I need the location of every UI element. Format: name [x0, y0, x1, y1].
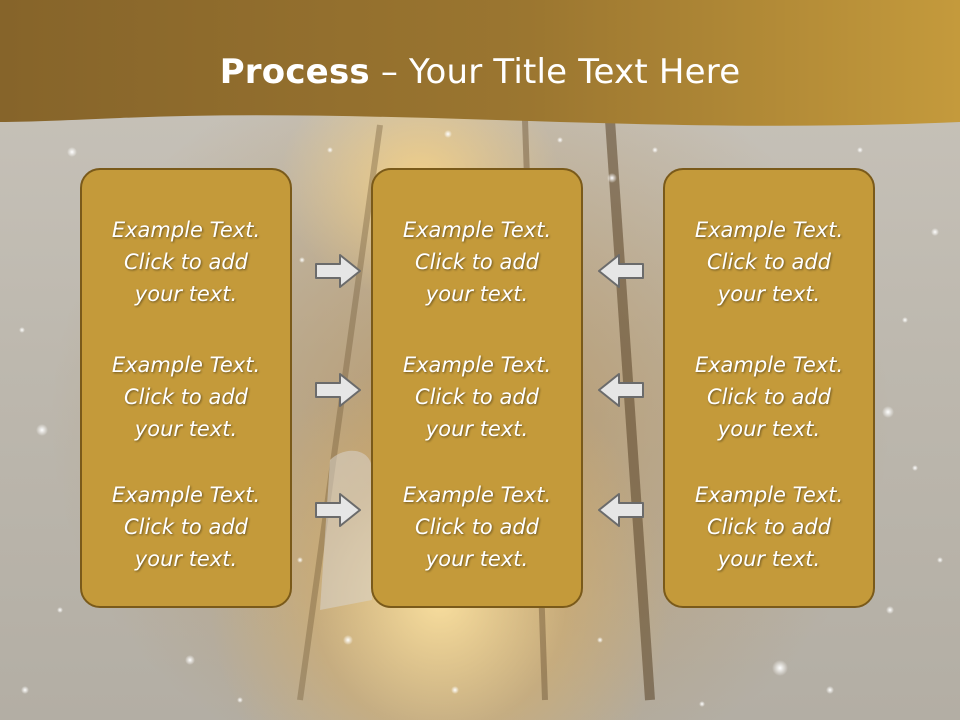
title-bold: Process [219, 52, 370, 92]
text-line: Click to add [123, 515, 248, 539]
process-box-right[interactable]: Example Text. Click to add your text. Ex… [663, 168, 875, 608]
text-block[interactable]: Example Text. Click to add your text. [82, 479, 290, 575]
text-line: your text. [425, 282, 529, 306]
arrow-left-icon [598, 493, 644, 527]
text-line: Click to add [706, 250, 831, 274]
text-line: your text. [425, 547, 529, 571]
text-line: Example Text. [694, 218, 844, 242]
slide-title: Process – Your Title Text Here [0, 52, 960, 92]
text-block[interactable]: Example Text. Click to add your text. [82, 349, 290, 445]
arrow-right-icon [315, 373, 361, 407]
text-block[interactable]: Example Text. Click to add your text. [82, 214, 290, 310]
text-line: Example Text. [694, 483, 844, 507]
arrow-right-icon [315, 493, 361, 527]
text-line: Example Text. [402, 483, 552, 507]
text-line: your text. [717, 282, 821, 306]
text-line: Click to add [414, 515, 539, 539]
text-line: Click to add [414, 250, 539, 274]
text-line: your text. [425, 417, 529, 441]
text-line: Example Text. [111, 218, 261, 242]
arrow-right-icon [315, 254, 361, 288]
process-box-center[interactable]: Example Text. Click to add your text. Ex… [371, 168, 583, 608]
text-line: Example Text. [402, 218, 552, 242]
text-block[interactable]: Example Text. Click to add your text. [665, 479, 873, 575]
text-block[interactable]: Example Text. Click to add your text. [373, 349, 581, 445]
text-line: Click to add [123, 250, 248, 274]
text-line: Click to add [123, 385, 248, 409]
text-line: Click to add [414, 385, 539, 409]
text-line: your text. [134, 547, 238, 571]
text-line: Click to add [706, 515, 831, 539]
text-line: your text. [717, 547, 821, 571]
text-block[interactable]: Example Text. Click to add your text. [373, 214, 581, 310]
arrow-left-icon [598, 254, 644, 288]
text-line: your text. [134, 417, 238, 441]
sparkle-dots [19, 130, 943, 707]
text-line: Example Text. [402, 353, 552, 377]
text-block[interactable]: Example Text. Click to add your text. [665, 214, 873, 310]
process-box-left[interactable]: Example Text. Click to add your text. Ex… [80, 168, 292, 608]
text-line: your text. [717, 417, 821, 441]
text-line: Example Text. [111, 353, 261, 377]
text-line: Click to add [706, 385, 831, 409]
text-line: Example Text. [694, 353, 844, 377]
text-block[interactable]: Example Text. Click to add your text. [665, 349, 873, 445]
text-line: your text. [134, 282, 238, 306]
text-line: Example Text. [111, 483, 261, 507]
title-rest: – Your Title Text Here [369, 52, 741, 92]
text-block[interactable]: Example Text. Click to add your text. [373, 479, 581, 575]
arrow-left-icon [598, 373, 644, 407]
